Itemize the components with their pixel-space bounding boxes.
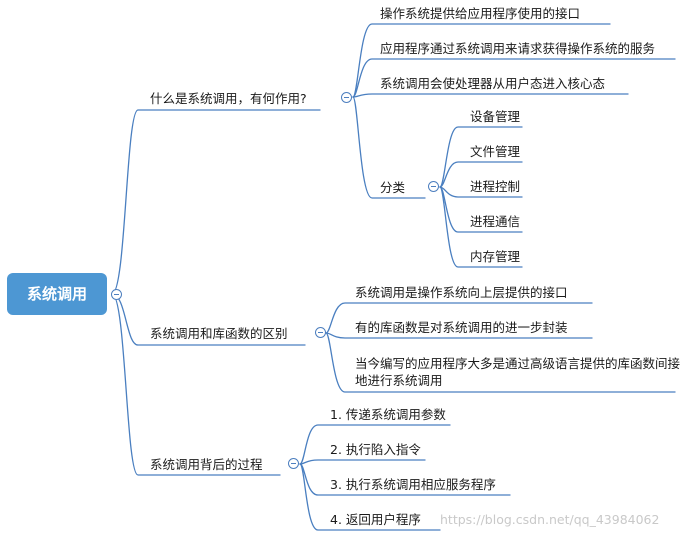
leaf-syscall-service[interactable]: 应用程序通过系统调用来请求获得操作系统的服务	[380, 41, 656, 56]
leaf-device-management[interactable]: 设备管理	[470, 109, 521, 124]
leaf-process-control[interactable]: 进程控制	[470, 179, 521, 194]
step-return-user[interactable]: 4. 返回用户程序	[330, 512, 421, 527]
connector-b2-c1	[325, 302, 593, 334]
collapse-icon-root[interactable]	[111, 289, 122, 300]
connector-b1-c4	[352, 96, 426, 199]
collapse-icon-category[interactable]	[428, 181, 439, 192]
step-run-service[interactable]: 3. 执行系统调用相应服务程序	[330, 477, 496, 492]
collapse-icon-branch-2[interactable]	[315, 327, 326, 338]
leaf-memory-management[interactable]: 内存管理	[470, 249, 521, 264]
connector-root-b3	[111, 293, 281, 476]
leaf-file-management[interactable]: 文件管理	[470, 144, 521, 159]
leaf-syscall-interface[interactable]: 操作系统提供给应用程序使用的接口	[380, 6, 581, 21]
branch-syscall-vs-library[interactable]: 系统调用和库函数的区别	[150, 326, 288, 341]
connector-b3-c2	[299, 459, 426, 465]
leaf-process-communication[interactable]: 进程通信	[470, 214, 521, 229]
collapse-icon-branch-3[interactable]	[288, 458, 299, 469]
step-trap-instruction[interactable]: 2. 执行陷入指令	[330, 442, 421, 457]
connector-cat-5	[439, 186, 523, 268]
subbranch-category[interactable]: 分类	[380, 180, 406, 195]
connector-b1-c2	[352, 58, 676, 98]
connector-b3-c1	[299, 424, 451, 465]
connector-b3-c4	[299, 463, 441, 531]
leaf-syscall-upper-interface[interactable]: 系统调用是操作系统向上层提供的接口	[355, 285, 568, 300]
root-node[interactable]: 系统调用	[7, 273, 107, 315]
branch-what-is-syscall[interactable]: 什么是系统调用，有何作用?	[150, 91, 307, 106]
connector-root-b1	[111, 109, 321, 295]
leaf-syscall-mode-switch[interactable]: 系统调用会使处理器从用户态进入核心态	[380, 76, 606, 91]
leaf-library-wraps-syscall[interactable]: 有的库函数是对系统调用的进一步封装	[355, 320, 568, 335]
watermark-url: https://blog.csdn.net/qq_43984062	[440, 512, 660, 527]
connector-b1-c3	[352, 93, 629, 98]
connector-b2-c2	[325, 332, 593, 339]
leaf-indirect-syscall[interactable]: 当今编写的应用程序大多是通过高级语言提供的库函数间接地进行系统调用	[355, 356, 681, 388]
branch-syscall-process[interactable]: 系统调用背后的过程	[150, 457, 263, 472]
collapse-icon-branch-1[interactable]	[341, 92, 352, 103]
step-pass-params[interactable]: 1. 传递系统调用参数	[330, 407, 446, 422]
connector-b2-c3	[325, 332, 676, 393]
connector-cat-2	[439, 161, 523, 188]
